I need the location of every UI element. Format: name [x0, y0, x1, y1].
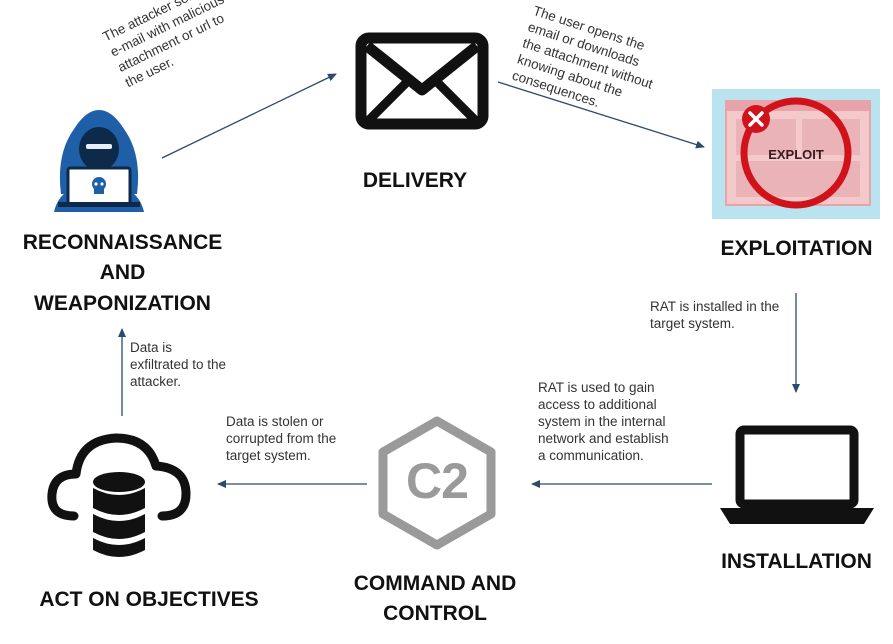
arrow-recon-to-delivery	[161, 73, 337, 159]
stage-label-exploitation: EXPLOITATION	[720, 237, 873, 260]
arrow-delivery-to-exploitation	[497, 81, 705, 149]
note-rat-used: RAT is used to gain access to additional…	[538, 380, 669, 463]
stage-label-installation: INSTALLATION	[721, 550, 872, 573]
note-data-stolen: Data is stolen or corrupted from the tar…	[226, 414, 337, 463]
laptop-icon	[714, 400, 880, 533]
note-data-exfiltrated: Data is exfiltrated to the attacker.	[130, 340, 227, 389]
note-rat-installed: RAT is installed in the target system.	[650, 299, 780, 331]
exploit-label: EXPLOIT	[768, 147, 824, 162]
exploit-window-icon: EXPLOIT	[712, 89, 880, 224]
stage-label-recon: RECONNAISSANCE AND WEAPONIZATION	[22, 231, 223, 315]
cloud-database-icon	[44, 418, 194, 569]
stage-label-c2: COMMAND AND CONTROL	[353, 572, 517, 626]
stage-label-delivery: DELIVERY	[362, 169, 468, 192]
stage-label-objectives: ACT ON OBJECTIVES	[39, 588, 259, 611]
hacker-icon	[46, 104, 152, 217]
c2-label: C2	[406, 453, 469, 509]
envelope-icon	[355, 32, 489, 135]
c2-hexagon-icon: C2	[377, 416, 497, 555]
